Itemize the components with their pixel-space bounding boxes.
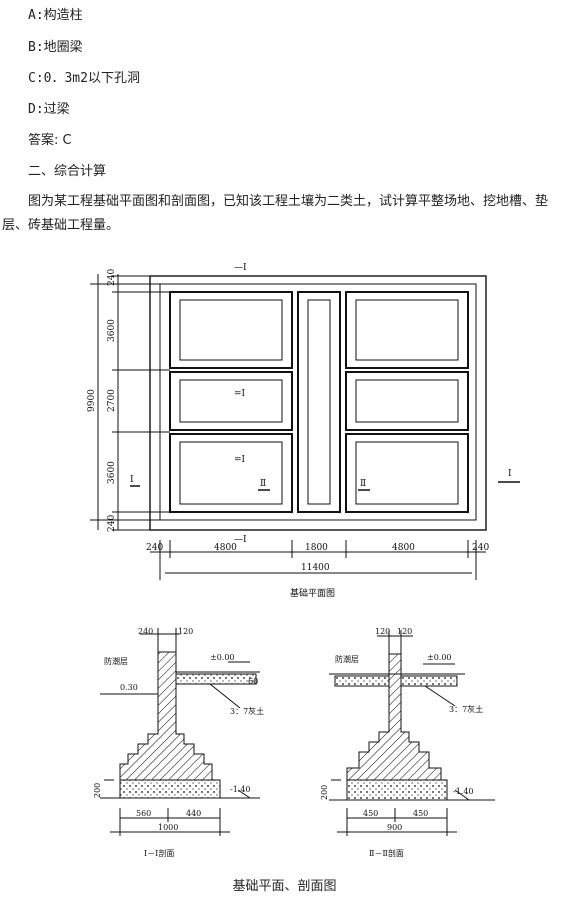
section-heading: 二、综合计算 (28, 164, 107, 179)
s2-title: Ⅱ－Ⅱ剖面 (369, 848, 404, 858)
plan-dim-col3: 4800 (392, 543, 415, 553)
plan-dim-total-height: 9900 (87, 389, 97, 412)
plan-mark-ii-right: Ⅱ (360, 479, 366, 489)
section-i-i: 240 120 防潮层 ±0.00 0.30 3：7灰土 -1.40 60 20… (93, 627, 264, 858)
plan-mark-i-bottom: —Ⅰ (234, 535, 247, 545)
s1-small-dim: 60 (248, 677, 258, 686)
plan-dim-right-edge: 240 (472, 543, 489, 553)
plan-dim-left-edge: 240 (146, 543, 163, 553)
choice-a: A:构造柱 (28, 8, 83, 23)
section-ii-ii: 120 120 防潮层 ±0.00 3：7灰土 -1.40 200 450 45… (320, 628, 495, 858)
choice-b: B:地圈梁 (28, 40, 83, 55)
plan-mark-i-top: —Ⅰ (234, 263, 247, 273)
s1-level-bottom: -1.40 (230, 785, 251, 794)
plan-mark-i-left: Ⅰ (130, 475, 134, 485)
plan-dim-col1: 4800 (214, 543, 237, 553)
s1-level-top: ±0.00 (210, 653, 235, 662)
plan-title: 基础平面图 (290, 587, 335, 599)
s1-thickness: 200 (93, 783, 102, 798)
s2-dim-right: 450 (413, 809, 428, 818)
s1-lime-label: 3：7灰土 (230, 706, 264, 716)
s2-level-bottom: -1.40 (453, 787, 474, 796)
s2-thickness: 200 (320, 785, 329, 800)
answer: 答案: C (28, 133, 72, 148)
s1-dim-a: 240 (138, 627, 153, 636)
s1-dim-right: 440 (186, 809, 201, 818)
choice-d: D:过梁 (28, 102, 70, 117)
plan-dim-row3: 3600 (107, 461, 117, 484)
plan-dim-row1: 3600 (107, 319, 117, 342)
plan-dim-row2: 2700 (107, 389, 117, 412)
s1-dim-b: 120 (178, 627, 193, 636)
s2-level-top: ±0.00 (427, 653, 452, 662)
s1-title: Ⅰ－Ⅰ剖面 (144, 848, 174, 858)
s2-lime-label: 3：7灰土 (449, 704, 483, 714)
s2-dim-total: 900 (387, 823, 402, 832)
s2-dim-b: 120 (397, 628, 412, 636)
foundation-plan: —Ⅰ —Ⅰ Ⅰ Ⅰ =Ⅰ =Ⅰ Ⅱ Ⅱ 240 3600 2700 3600 2… (87, 263, 520, 599)
problem-text: 图为某工程基础平面图和剖面图，已知该工程土壤为二类土，试计算平整场地、挖地槽、垫… (2, 194, 549, 233)
plan-mark-i-right: Ⅰ (508, 469, 512, 479)
plan-mark-ii-left: Ⅱ (260, 479, 266, 489)
s2-dim-a: 120 (375, 628, 390, 636)
s2-dim-left: 450 (363, 809, 378, 818)
s1-dim-total: 1000 (158, 823, 178, 832)
plan-dim-bottom-edge: 240 (107, 515, 117, 532)
plan-dim-top-edge: 240 (107, 269, 117, 286)
figure-caption: 基础平面、剖面图 (232, 879, 337, 894)
s1-dim-left: 560 (136, 809, 151, 818)
plan-mark-ii-mid2: =Ⅰ (234, 455, 246, 465)
s1-dpc-label: 防潮层 (104, 656, 128, 666)
plan-mark-ii-mid1: =Ⅰ (234, 389, 246, 399)
choice-c: C:0．3m2以下孔洞 (28, 71, 140, 86)
plan-dim-total-width: 11400 (301, 563, 330, 573)
s2-dpc-label: 防潮层 (335, 654, 359, 664)
plan-dim-col2: 1800 (305, 543, 328, 553)
s1-level-ground: 0.30 (120, 683, 138, 692)
